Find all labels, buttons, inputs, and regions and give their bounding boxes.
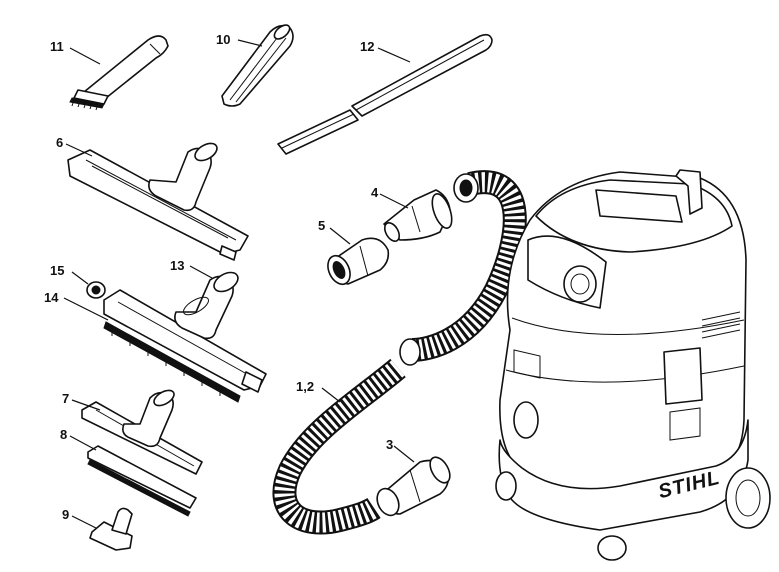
wet-dry-vacuum-cleaner <box>495 169 771 561</box>
callout-7: 7 <box>62 391 70 406</box>
callout-8: 8 <box>60 427 68 442</box>
leader-lines <box>63 39 415 529</box>
callout-10: 10 <box>216 32 231 47</box>
part-13-14-wet-nozzle <box>103 271 267 403</box>
callout-3: 3 <box>386 437 394 452</box>
part-11-brush-nozzle <box>69 35 169 111</box>
part-3-hose-coupling <box>376 456 451 517</box>
callout-14: 14 <box>44 290 59 305</box>
part-10-crevice-nozzle <box>221 24 294 107</box>
part-1-2-suction-hose <box>272 170 527 535</box>
part-4-adapter <box>383 189 453 242</box>
part-15-ring <box>86 281 106 299</box>
callout-4: 4 <box>371 185 379 200</box>
callout-9: 9 <box>62 507 70 522</box>
part-7-upholstery-nozzle <box>81 389 203 475</box>
part-6-floor-nozzle <box>67 142 249 261</box>
callout-11: 11 <box>50 39 64 54</box>
callout-1-2: 1,2 <box>296 379 315 394</box>
part-8-brush-strip <box>87 445 197 517</box>
callout-5: 5 <box>318 218 326 233</box>
callout-6: 6 <box>56 135 64 150</box>
callout-13: 13 <box>170 258 185 273</box>
part-12-suction-tubes <box>277 33 493 155</box>
callout-12: 12 <box>360 39 375 54</box>
part-5-coupling <box>327 237 390 286</box>
part-9-small-nozzle <box>89 507 133 551</box>
callout-15: 15 <box>50 263 65 278</box>
